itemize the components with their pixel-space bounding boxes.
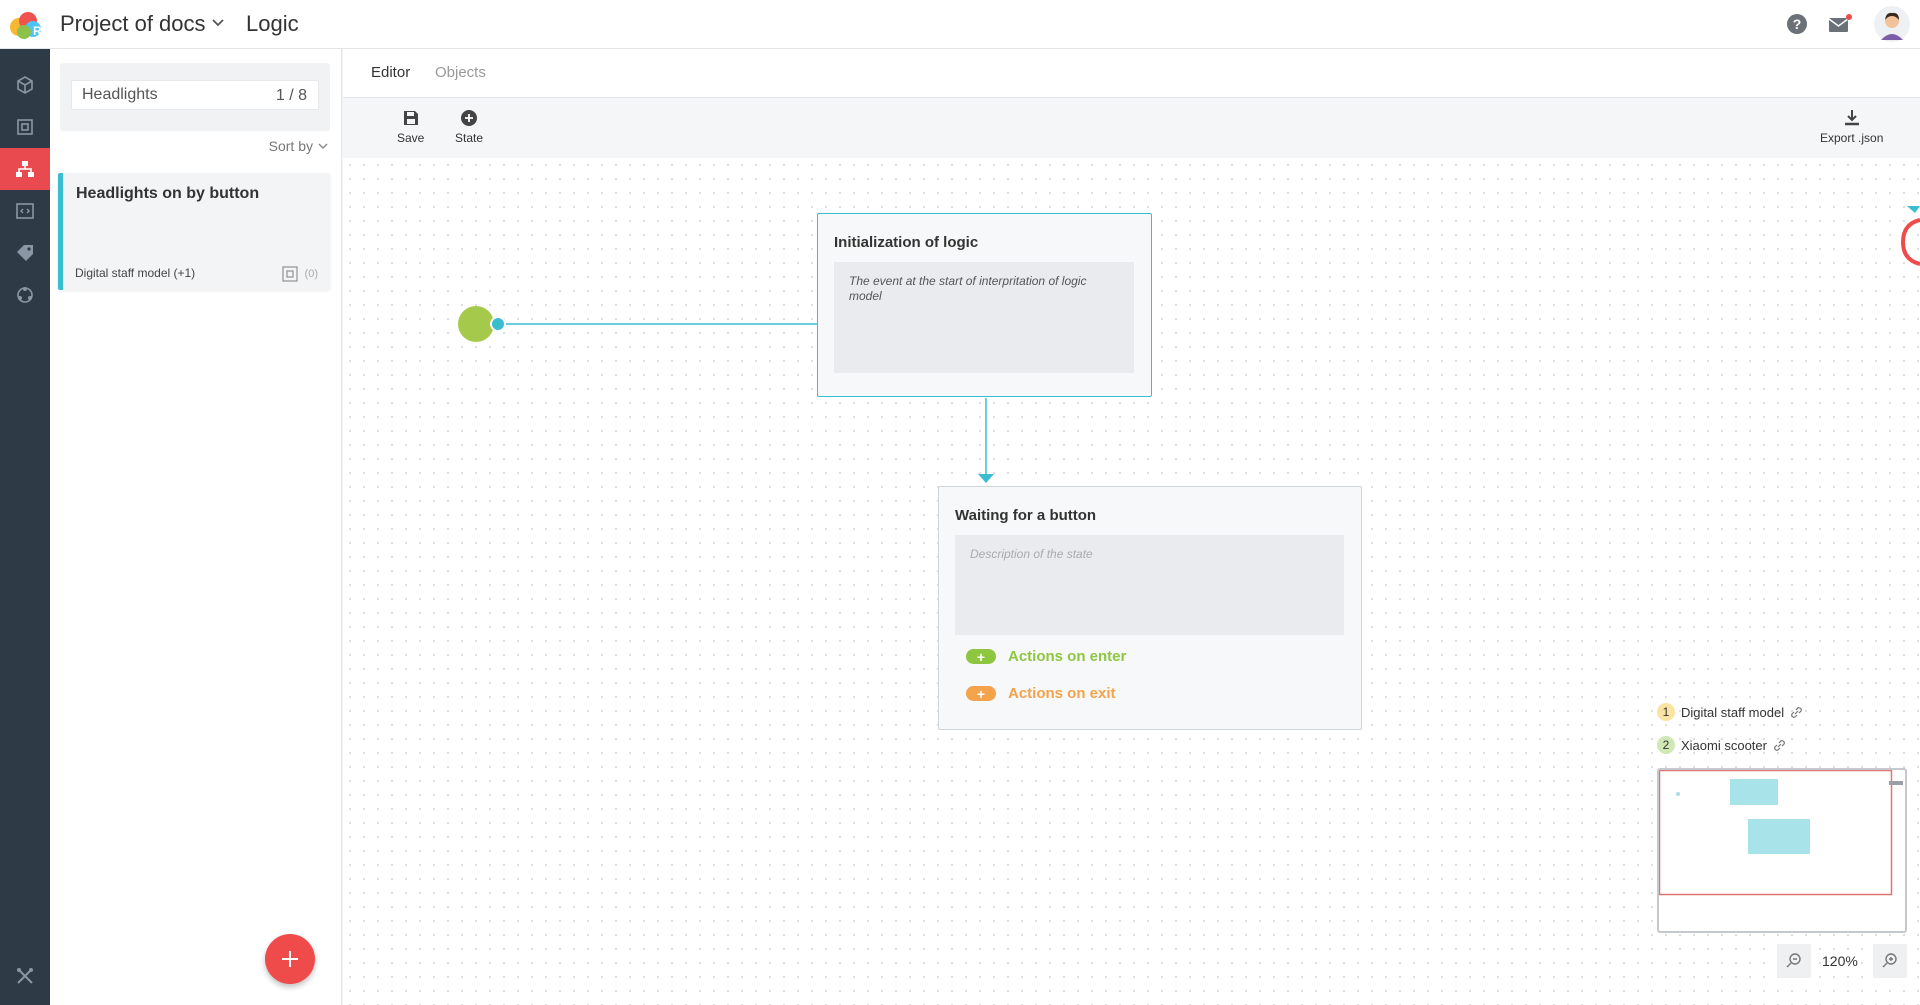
- object-legend-item[interactable]: 1 Digital staff model: [1657, 703, 1803, 721]
- plus-icon: +: [966, 686, 996, 701]
- actions-on-enter-label: Actions on enter: [1008, 648, 1127, 665]
- minimap-content: [1659, 770, 1903, 896]
- logic-card[interactable]: Headlights on by button Digital staff mo…: [58, 173, 330, 290]
- save-button[interactable]: Save: [397, 109, 424, 145]
- add-circle-icon: [461, 110, 478, 126]
- rail-item-network[interactable]: [0, 274, 50, 316]
- add-state-button[interactable]: State: [455, 109, 483, 145]
- chevron-down-icon[interactable]: [210, 15, 226, 31]
- svg-text:R: R: [33, 24, 42, 38]
- download-icon: [1844, 110, 1859, 126]
- link-icon: [1791, 706, 1803, 718]
- add-logic-button[interactable]: [265, 934, 315, 984]
- rail-item-logic[interactable]: [0, 148, 50, 190]
- rail-item-objects[interactable]: [0, 106, 50, 148]
- init-logic-node[interactable]: Initialization of logic The event at the…: [817, 213, 1152, 397]
- plus-icon: [282, 951, 298, 967]
- state-node-title: Waiting for a button: [955, 507, 1097, 524]
- logic-card-objects: Digital staff model (+1): [75, 266, 196, 280]
- svg-text:?: ?: [1793, 16, 1802, 32]
- search-box: 1 / 8: [60, 63, 330, 131]
- minimap[interactable]: [1657, 768, 1907, 933]
- object-name: Xiaomi scooter: [1681, 737, 1767, 753]
- state-description-input[interactable]: Description of the state: [955, 535, 1344, 635]
- zoom-out-icon: [1786, 953, 1801, 968]
- cube-icon: [17, 76, 33, 94]
- top-bar: R Project of docs Logic ?: [0, 0, 1920, 49]
- search-result-count: 1 / 8: [275, 87, 307, 104]
- plus-icon: +: [966, 649, 996, 664]
- state-label: State: [455, 131, 484, 145]
- mail-icon[interactable]: [1827, 12, 1853, 36]
- editor-tabs: Editor Objects: [343, 49, 1920, 98]
- start-port: [490, 316, 506, 332]
- init-node-description: The event at the start of interpritation…: [834, 262, 1134, 373]
- zoom-in-button[interactable]: [1873, 944, 1907, 978]
- actions-on-enter-button[interactable]: + Actions on enter: [966, 648, 1126, 665]
- connectors: [458, 206, 1920, 483]
- remote-node-icon: [1900, 218, 1920, 266]
- remote-arrow-icon: [1907, 206, 1920, 213]
- actions-on-exit-label: Actions on exit: [1008, 685, 1116, 702]
- zoom-in-icon: [1882, 953, 1897, 968]
- zoom-out-button[interactable]: [1777, 944, 1811, 978]
- init-node-title: Initialization of logic: [834, 234, 979, 251]
- actions-on-exit-button[interactable]: + Actions on exit: [966, 685, 1116, 702]
- save-label: Save: [397, 131, 425, 145]
- left-rail: [0, 49, 50, 1005]
- logic-card-title: Headlights on by button: [76, 185, 260, 202]
- object-name: Digital staff model: [1681, 704, 1785, 720]
- object-number-badge: 2: [1657, 736, 1675, 754]
- object-icon: [17, 119, 33, 135]
- search-input[interactable]: [71, 80, 319, 110]
- help-icon[interactable]: ?: [1785, 12, 1809, 36]
- logic-card-count: (0): [304, 268, 318, 280]
- export-json-button[interactable]: Export .json: [1820, 109, 1883, 145]
- save-icon: [403, 111, 418, 125]
- export-label: Export .json: [1820, 131, 1884, 145]
- chevron-down-icon: [318, 143, 328, 149]
- tab-editor[interactable]: Editor: [371, 64, 411, 81]
- network-icon: [17, 287, 33, 303]
- code-icon: [16, 203, 34, 219]
- sort-by-label: Sort by: [268, 138, 313, 154]
- page-title: Logic: [246, 11, 299, 36]
- zoom-level: 120%: [1822, 953, 1858, 969]
- start-node: [458, 306, 494, 342]
- avatar[interactable]: [1874, 6, 1910, 42]
- project-title[interactable]: Project of docs: [60, 11, 206, 36]
- rail-item-tags[interactable]: [0, 232, 50, 274]
- object-legend-item[interactable]: 2 Xiaomi scooter: [1657, 736, 1786, 754]
- tools-icon: [17, 968, 33, 984]
- rail-item-tools[interactable]: [0, 955, 50, 997]
- rail-item-scripts[interactable]: [0, 190, 50, 232]
- object-icon: [282, 266, 298, 282]
- transition-arrow-icon: [978, 474, 994, 483]
- rail-item-models[interactable]: [0, 64, 50, 106]
- logic-icon: [16, 161, 34, 177]
- object-number-badge: 1: [1657, 703, 1675, 721]
- editor-toolbar: [343, 98, 1920, 158]
- tag-icon: [17, 245, 33, 261]
- tab-objects[interactable]: Objects: [435, 64, 486, 81]
- logic-list-panel: 1 / 8 Sort by Headlights on by button Di…: [50, 49, 342, 1005]
- sort-by-dropdown[interactable]: Sort by: [269, 138, 329, 154]
- link-icon: [1774, 739, 1785, 751]
- app-logo-icon[interactable]: R: [6, 8, 46, 42]
- state-node[interactable]: Waiting for a button Description of the …: [938, 486, 1362, 730]
